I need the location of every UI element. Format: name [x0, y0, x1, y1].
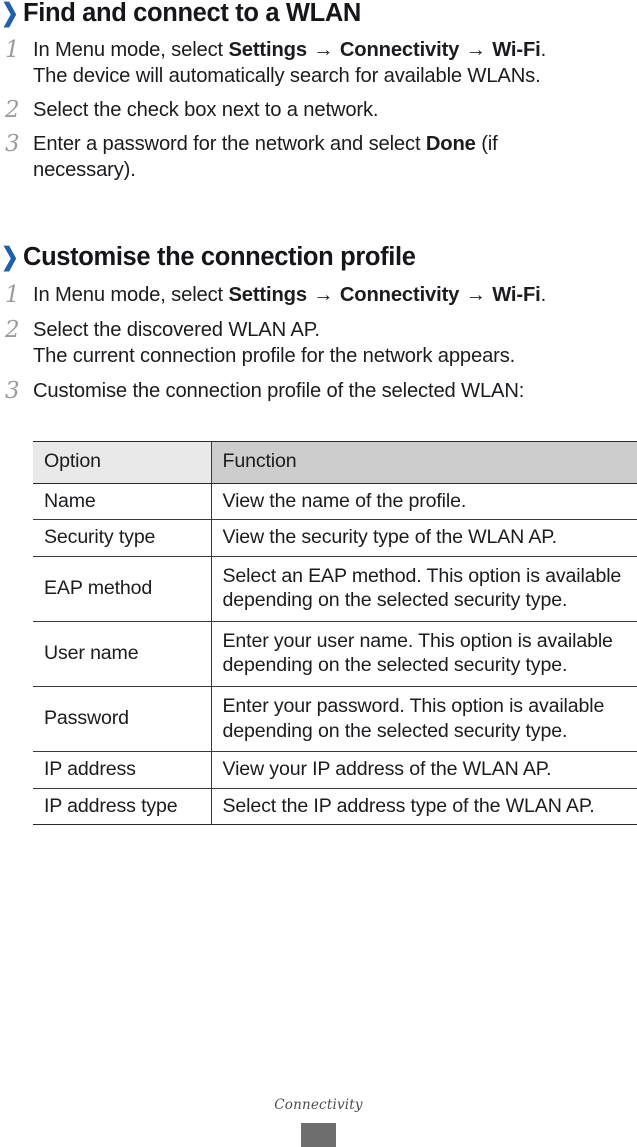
cell-function: View the name of the profile.	[210, 483, 637, 521]
list-item: 1 In Menu mode, select Settings → Connec…	[0, 37, 637, 90]
table-row: EAP method Select an EAP method. This op…	[33, 556, 637, 622]
cell-option: Security type	[33, 519, 211, 557]
table-row: Name View the name of the profile.	[33, 483, 637, 521]
table-row: Password Enter your password. This optio…	[33, 686, 637, 753]
column-header-function: Function	[210, 441, 637, 484]
step-number: 1	[5, 37, 20, 64]
step-number: 3	[5, 130, 20, 157]
section-heading-2: ❯ Customise the connection profile	[0, 243, 637, 271]
list-item: 2 Select the discovered WLAN AP. The cur…	[0, 317, 637, 370]
table-row: Security type View the security type of …	[33, 519, 637, 557]
arrow-right-icon: →	[307, 39, 339, 62]
step-text: Select the discovered WLAN AP. The curre…	[33, 317, 637, 370]
cell-option: Name	[33, 483, 211, 521]
step-text: In Menu mode, select Settings → Connecti…	[33, 37, 637, 90]
step-text-part: .	[540, 39, 547, 62]
step-text-part: .	[540, 284, 547, 307]
step-number: 3	[5, 377, 20, 404]
step-text-part: Select the discovered WLAN AP.	[33, 319, 320, 342]
cell-function: Select the IP address type of the WLAN A…	[210, 788, 637, 825]
list-item: 1 In Menu mode, select Settings → Connec…	[0, 282, 637, 309]
section-title: Find and connect to a WLAN	[23, 0, 361, 27]
step-number: 1	[5, 282, 20, 309]
table-row: IP address type Select the IP address ty…	[33, 788, 637, 825]
list-item: 3 Enter a password for the network and s…	[0, 131, 637, 184]
step-text: Select the check box next to a network.	[33, 97, 637, 123]
arrow-right-icon: →	[460, 284, 492, 307]
step-text: Enter a password for the network and sel…	[33, 131, 588, 184]
step-text-bold: Connectivity	[339, 284, 460, 307]
footer-chapter-label: Connectivity	[274, 1097, 363, 1113]
table-row: User name Enter your user name. This opt…	[33, 621, 637, 688]
section-find-and-connect: ❯ Find and connect to a WLAN 1 In Menu m…	[0, 0, 637, 183]
options-table: Option Function Name View the name of th…	[33, 441, 637, 826]
step-text-bold: Connectivity	[339, 39, 460, 62]
arrow-right-icon: →	[460, 39, 492, 62]
list-item: 2 Select the check box next to a network…	[0, 97, 637, 124]
chevron-right-icon: ❯	[1, 243, 19, 271]
step-text-bold: Done	[425, 132, 476, 155]
cell-function: View the security type of the WLAN AP.	[210, 519, 637, 557]
step-text-bold: Settings	[228, 39, 307, 62]
section-customise-profile: ❯ Customise the connection profile 1 In …	[0, 243, 637, 405]
step-text-part: In Menu mode, select	[33, 284, 229, 307]
column-header-option: Option	[33, 441, 211, 484]
cell-function: Select an EAP method. This option is ava…	[210, 556, 637, 622]
table-row: IP address View your IP address of the W…	[33, 751, 637, 789]
arrow-right-icon: →	[307, 284, 339, 307]
step-text-part: Customise the connection profile of the …	[33, 379, 525, 402]
step-text: In Menu mode, select Settings → Connecti…	[33, 282, 637, 308]
cell-option: EAP method	[33, 556, 211, 622]
step-text-part: Enter a password for the network and sel…	[33, 132, 426, 155]
cell-option: User name	[33, 621, 211, 688]
step-note: The device will automatically search for…	[33, 65, 541, 88]
step-text-part: Select the check box next to a network.	[33, 98, 379, 121]
step-text-bold: Wi-Fi	[492, 39, 541, 62]
page-edge-tab	[301, 1123, 336, 1147]
step-text-bold: Wi-Fi	[492, 284, 541, 307]
cell-option: Password	[33, 686, 211, 753]
step-number: 2	[5, 317, 20, 344]
step-number: 2	[5, 96, 20, 123]
options-table-wrapper: Option Function Name View the name of th…	[0, 441, 637, 826]
list-item: 3 Customise the connection profile of th…	[0, 378, 637, 405]
step-text-part: (if necessary).	[33, 132, 498, 181]
chevron-right-icon: ❯	[1, 0, 19, 27]
step-text: Customise the connection profile of the …	[33, 378, 637, 404]
step-note: The current connection profile for the n…	[33, 345, 516, 368]
table-header-row: Option Function	[33, 441, 637, 484]
cell-option: IP address type	[44, 794, 178, 817]
cell-option: IP address	[33, 751, 211, 789]
cell-function: Enter your user name. This option is ava…	[210, 621, 637, 688]
cell-function: Enter your password. This option is avai…	[210, 686, 637, 753]
step-text-part: In Menu mode, select	[33, 39, 229, 62]
section-heading-1: ❯ Find and connect to a WLAN	[0, 0, 637, 27]
cell-function: View your IP address of the WLAN AP.	[210, 751, 637, 789]
section-title: Customise the connection profile	[23, 243, 416, 271]
step-text-bold: Settings	[228, 284, 307, 307]
